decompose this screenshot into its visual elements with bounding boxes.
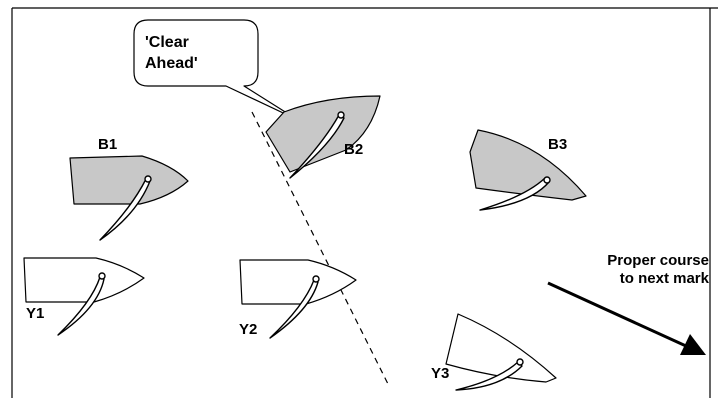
boat-b3-sail [479, 177, 550, 211]
proper-course-arrow: Proper course to next mark [547, 252, 710, 355]
boat-y3-label: Y3 [431, 365, 449, 382]
boat-b1-mast [144, 175, 152, 183]
callout-line-1: 'Clear [145, 34, 189, 51]
boat-y2-hull [239, 259, 357, 305]
boat-b2-hull [265, 95, 381, 173]
boat-b3-mast [543, 176, 551, 184]
boat-y3-hull [445, 313, 557, 383]
boat-y1-mast [98, 272, 106, 280]
boat-y2: Y2 [239, 259, 357, 339]
boat-b1: B1 [69, 136, 189, 241]
boat-y3: Y3 [431, 313, 557, 391]
boat-b1-sail [99, 178, 151, 241]
boat-b3: B3 [469, 129, 587, 211]
callout-line-2: Ahead' [145, 55, 198, 72]
arrow-label-line-2: to next mark [620, 270, 710, 287]
boat-y1-hull [23, 257, 145, 303]
boat-y1: Y1 [23, 257, 145, 336]
boat-b2-mast [337, 111, 345, 119]
boat-b2: B2 [265, 95, 381, 179]
boat-y3-mast [516, 358, 524, 366]
boat-b1-hull [69, 155, 189, 205]
boat-y3-sail [455, 361, 523, 391]
boat-b3-label: B3 [548, 136, 567, 153]
clear-ahead-callout: 'Clear Ahead' [133, 19, 299, 121]
boat-y1-sail [57, 276, 105, 336]
boat-b2-sail [289, 114, 345, 179]
arrow-label-line-1: Proper course [607, 252, 709, 269]
clear-ahead-line [251, 111, 389, 385]
boat-y2-sail [269, 279, 319, 339]
boat-y2-mast [312, 275, 320, 283]
boat-b3-hull [469, 129, 587, 201]
frame [11, 7, 718, 398]
boat-b1-label: B1 [98, 136, 117, 153]
boat-y2-label: Y2 [239, 321, 257, 338]
boat-b2-label: B2 [344, 141, 363, 158]
boat-y1-label: Y1 [26, 305, 44, 322]
